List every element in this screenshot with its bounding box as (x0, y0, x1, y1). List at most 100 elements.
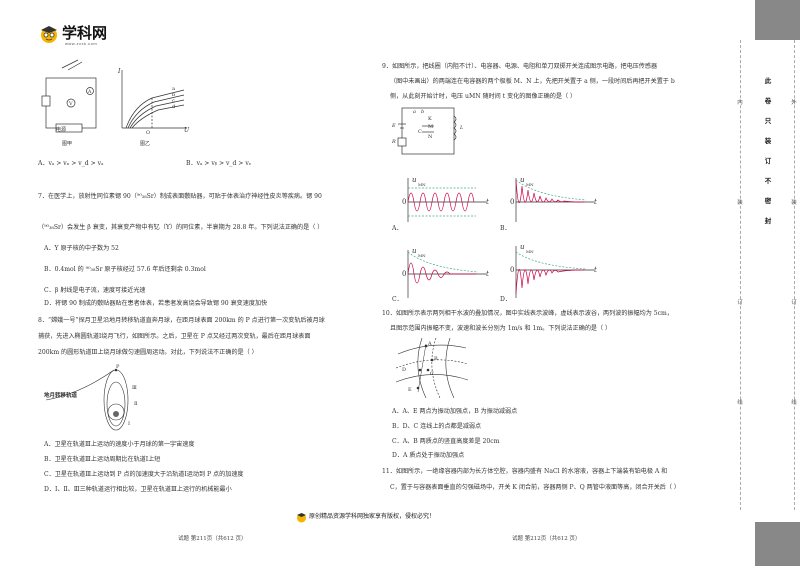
notice-char-0: 此 (764, 77, 772, 85)
circuit-b: b (421, 109, 425, 115)
circuit-c: C (418, 129, 422, 135)
graph-b-t: t (594, 198, 597, 206)
q10-option-a: A．A、E 两点为振动加强点，B 为振动减弱点 (392, 408, 518, 415)
q10-stem-2: 且图示范围内振幅不变，波速和波长分别为 1m/s 和 1m。下列说法正确的是（ … (390, 325, 612, 332)
q9-stem-2: （图中未画出）的两端连在电容器的两个极板 M、N 上，先把开关置于 a 侧，一段… (390, 78, 675, 85)
q11-stem-1: 11．如图所示，一绝缘容器内部为长方体空腔，容器内盛有 NaCl 的水溶液，容器… (382, 468, 668, 475)
graph-d-u: u (520, 243, 525, 251)
wave-a: A (428, 341, 432, 347)
copyright-text: 原创精品资源学科网独家享有版权，侵权必究！ (309, 513, 436, 520)
q7-option-c: C．β 射线是电子流，速度可接近光速 (44, 287, 146, 294)
outer-label-1: 装 (791, 200, 797, 206)
figure-yi-a: a (172, 86, 175, 92)
q8-option-b: B．卫星在轨道Ⅲ上运动周期比在轨道Ⅰ上短 (44, 456, 161, 463)
q7-option-a: A．Y 原子核的中子数为 52 (44, 245, 119, 252)
circuit-r: R (392, 139, 396, 145)
logo: 学科网 www.zxxk.com (38, 22, 128, 48)
binding-dashed-line-inner (740, 40, 741, 510)
q8-orbit-label: 地月转移轨道 (44, 393, 78, 399)
q9-graph-b (515, 178, 594, 222)
wave-d: D (402, 367, 407, 373)
graph-a-u: u (412, 176, 417, 184)
figure-yi-U: U (184, 127, 190, 134)
wave-b: B (434, 356, 438, 362)
logo-mascot-small-icon (297, 513, 306, 523)
graph-c-t: t (486, 270, 489, 278)
figure-jia-label: 图甲 (62, 141, 73, 147)
graph-a-label: A． (392, 225, 403, 232)
right-footer: 试题 第212页（共612 页） (512, 536, 581, 542)
svg-text:A: A (87, 89, 92, 95)
option-a-speed: A．vₐ > vₓ > v_d > vₐ (38, 160, 104, 167)
notice-char-6: 密 (764, 197, 772, 205)
graph-d-sub: MN (526, 249, 534, 254)
notice-char-3: 装 (764, 137, 772, 145)
q9-graph-a (407, 178, 486, 222)
circuit-n: N (428, 134, 433, 140)
circuit-m: M (428, 124, 434, 130)
q8-stem-1: 8．“嫦娥一号”探月卫星沿地月转移轨道直奔月球，在距月球表面 200km 的 P… (38, 317, 325, 324)
q10-wave-figure (395, 337, 469, 399)
graph-c-u: u (412, 247, 417, 255)
option-b-speed: B．vₐ > vᵦ > v_d > vₑ (186, 160, 252, 167)
figure-jia-power: 电源 (56, 127, 67, 133)
figure-yi-b: b (172, 92, 176, 98)
figure-yi-graph (121, 70, 187, 129)
graph-b-label: B． (500, 225, 511, 232)
q9-graph-d (515, 246, 594, 298)
graph-b-o: 0 (510, 198, 515, 206)
q10-option-b: B．D、C 连线上的点都是减弱点 (392, 423, 482, 430)
q9-stem-3: 侧，从此刻开始计时，电压 uMN 随时间 t 变化的图像正确的是（ ） (390, 93, 577, 100)
graph-c-o: 0 (402, 270, 407, 278)
circuit-a: a (413, 109, 416, 115)
q8-point-p: P (116, 364, 120, 370)
inner-label-0: 内 (737, 100, 743, 106)
circuit-e: E (392, 123, 396, 129)
inner-label-3: 线 (737, 400, 743, 406)
q8-option-d: D．Ⅰ、Ⅱ、Ⅲ三种轨道运行相比较，卫星在轨道Ⅲ上运行的机械能最小 (44, 486, 232, 493)
graph-c-label: C． (392, 296, 403, 303)
circuit-l: L (460, 125, 464, 131)
figure-jia-circuit: V A (41, 59, 97, 133)
graph-c-sub: MN (418, 253, 426, 258)
figure-yi-label: 图乙 (140, 141, 151, 147)
notice-char-7: 封 (764, 217, 772, 225)
notice-char-2: 只 (764, 117, 772, 125)
graph-a-o: 0 (402, 198, 407, 206)
q10-option-d: D．A 质点处于振动加强点 (392, 452, 465, 459)
q8-orbit-i: Ⅰ (128, 421, 130, 427)
circuit-k: K (428, 116, 432, 122)
q7-option-b: B．0.4mol 的 ⁹⁰₃₈Sr 原子核经过 57.6 年后还剩余 0.3mo… (44, 266, 206, 273)
q8-stem-2: 捕获，先进入椭圆轨道Ⅰ绕月飞行，如图所示。之后，卫星在 P 点又经过两次变轨，最… (38, 333, 311, 340)
q7-option-d: D．将锶 90 制成的敷贴器贴在患者体表，若患者发高烧会导致锶 90 衰变速度加… (44, 300, 268, 307)
figure-yi-O: O (146, 130, 151, 136)
q7-stem-2: （⁹⁰₃₈Sr）会发生 β 衰变，其衰变产物中有钇（Y）的同位素，半衰期为 28… (38, 224, 324, 231)
q10-option-c: C．A、B 两质点的竖直高度差是 20cm (392, 438, 500, 445)
wave-e: E (408, 387, 412, 393)
wave-c: C (430, 371, 434, 377)
q8-stem-3: 200km 的圆形轨道Ⅲ上绕月球做匀速圆周运动。对此，下列说法不正确的是（ ） (38, 349, 258, 356)
inner-label-2: 订 (737, 300, 743, 306)
graph-a-sub: MN (418, 182, 426, 187)
notice-char-5: 不 (764, 177, 772, 185)
q7-stem-1: 7．在医学上，放射性同位素锶 90（⁹⁰₃₈Sr）制成表面敷贴器，可贴于体表治疗… (38, 193, 322, 200)
outer-label-2: 订 (791, 300, 797, 306)
inner-label-1: 装 (737, 200, 743, 206)
notice-char-1: 卷 (764, 97, 772, 105)
svg-text:V: V (68, 101, 73, 107)
notice-char-4: 订 (764, 157, 772, 165)
logo-mascot-icon (41, 26, 57, 43)
graph-b-sub: MN (526, 182, 534, 187)
binding-dashed-line-outer (794, 40, 795, 510)
logo-domain: www.zxxk.com (65, 41, 98, 46)
graph-b-u: u (520, 176, 525, 184)
q8-option-a: A．卫星在轨道Ⅲ上运动的速度小于月球的第一宇宙速度 (44, 441, 195, 448)
binding-gray-strip-top (755, 0, 800, 40)
q11-stem-2: C，置于与容器表面垂直的匀强磁场中，开关 K 闭合前，容器两侧 P、Q 两管中液… (390, 484, 681, 491)
q8-option-c: C．卫星在轨道Ⅲ上运动到 P 点的加速度大于沿轨道Ⅰ运动到 P 点的加速度 (44, 471, 244, 478)
q9-lc-circuit (397, 107, 457, 155)
q9-stem-1: 9．如图所示，把线圈（内阻不计）、电容器、电源、电阻和单刀双掷开关连成图示电路，… (382, 63, 658, 70)
logo-name: 学科网 (62, 24, 108, 42)
q10-stem-1: 10．如图所示表示两列相干水波的叠加情况，图中实线表示波峰，虚线表示波谷，两列波… (382, 310, 673, 317)
graph-d-label: D． (500, 296, 511, 303)
